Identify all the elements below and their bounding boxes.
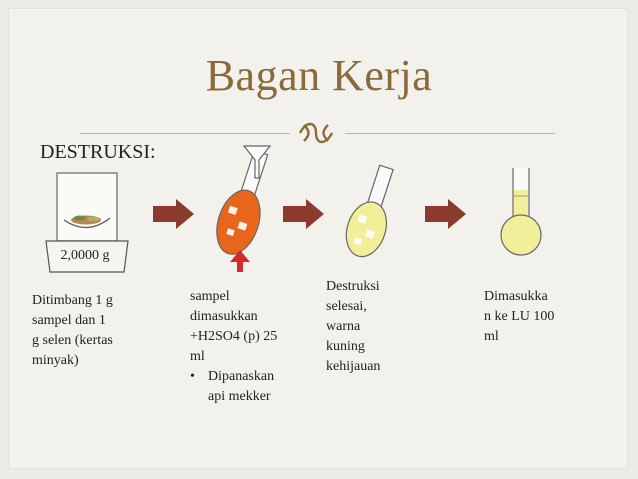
step-3-line: kuning xyxy=(326,339,365,354)
volumetric-flask xyxy=(500,168,542,256)
step-2-line: ml xyxy=(190,349,205,364)
kjeldahl-flask-yellow xyxy=(345,164,394,258)
step-2-line: sampel xyxy=(190,289,230,304)
step-3-line: Destruksi xyxy=(326,279,380,294)
balance-illustration xyxy=(45,172,129,273)
step-3-line: selesai, xyxy=(326,299,367,314)
step-2-text: sampel dimasukkan +H2SO4 (p) 25 ml • Dip… xyxy=(190,287,310,407)
step-2-line: +H2SO4 (p) 25 xyxy=(190,329,278,344)
flow-arrow-3 xyxy=(425,199,466,229)
step-1-line: minyak) xyxy=(32,353,79,368)
step-4-line: n ke LU 100 xyxy=(484,309,555,324)
section-label: DESTRUKSI: xyxy=(40,141,156,163)
step-1-text: Ditimbang 1 g sampel dan 1 g selen (kert… xyxy=(32,291,152,371)
step-1-line: Ditimbang 1 g xyxy=(32,293,113,308)
step-3-line: warna xyxy=(326,319,361,334)
step-2-bullet-line: Dipanaskan xyxy=(208,369,275,384)
bullet-marker: • xyxy=(190,369,195,384)
flow-arrow-1 xyxy=(153,199,194,229)
step-3-line: kehijauan xyxy=(326,359,381,374)
step-4-text: Dimasukka n ke LU 100 ml xyxy=(484,287,584,347)
title-rule-left xyxy=(80,133,290,134)
step-3-text: Destruksi selesai, warna kuning kehijaua… xyxy=(326,277,416,377)
title-rule-right xyxy=(345,133,555,134)
step-1-line: g selen (kertas xyxy=(32,333,113,348)
step-2-bullet: • Dipanaskan xyxy=(190,367,310,387)
scale-reading: 2,0000 g xyxy=(60,248,110,263)
step-2-line: dimasukkan xyxy=(190,309,258,324)
step-2-bullet-cont: api mekker xyxy=(190,387,310,407)
flow-arrow-2 xyxy=(283,199,324,229)
slide-title: Bagan Kerja xyxy=(205,51,433,100)
step-2-bullet-line: api mekker xyxy=(208,389,271,404)
ornament-icon xyxy=(298,122,334,144)
step-1-line: sampel dan 1 xyxy=(32,313,106,328)
step-4-line: ml xyxy=(484,329,499,344)
kjeldahl-flask-heating xyxy=(216,145,272,272)
step-4-line: Dimasukka xyxy=(484,289,548,304)
